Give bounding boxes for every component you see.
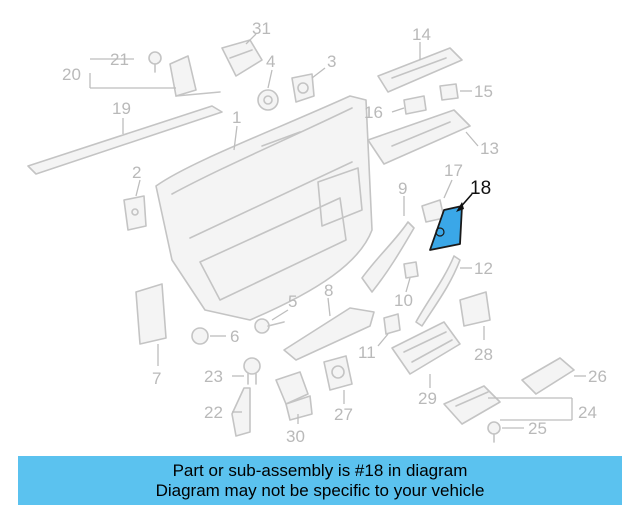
part-26-handle: [521, 357, 586, 395]
callout-14: 14: [412, 25, 431, 44]
callout-7: 7: [152, 369, 161, 388]
part-6-push-clip: [191, 327, 226, 345]
part-21-screw: [148, 51, 162, 73]
part-30-connector: [275, 371, 313, 424]
callout-labels: 1 2 3 4 5 6 7 8 9 10 11 12 13 14 15 16 1…: [62, 19, 607, 446]
callout-23: 23: [204, 367, 223, 386]
callout-30: 30: [286, 427, 305, 446]
part-23-connector: [232, 357, 261, 385]
part-3-clip: [291, 67, 326, 103]
part-7-module: [135, 283, 167, 366]
callout-28: 28: [474, 345, 493, 364]
part-11-clip: [377, 313, 401, 347]
part-15-switch: [439, 83, 472, 101]
part-12-trim-strip: [415, 255, 472, 327]
callout-4: 4: [266, 52, 275, 71]
callout-18: 18: [470, 178, 491, 199]
part-13-master-switch: [367, 109, 479, 165]
part-9-handle-bezel: [361, 196, 415, 293]
callout-1: 1: [232, 108, 241, 127]
callout-24: 24: [578, 403, 597, 422]
part-31-switch: [221, 33, 263, 77]
banner-line-1: Part or sub-assembly is #18 in diagram: [172, 460, 468, 480]
part-1-door-trim-panel: [155, 95, 373, 321]
callout-21: 21: [110, 50, 129, 69]
part-16-switch: [391, 95, 427, 115]
callout-22: 22: [204, 403, 223, 422]
callout-20: 20: [62, 65, 81, 84]
callout-5: 5: [288, 292, 297, 311]
part-10-clip: [403, 261, 419, 293]
callout-10: 10: [394, 291, 413, 310]
callout-13: 13: [480, 139, 499, 158]
part-24-housing: [443, 385, 573, 425]
callout-27: 27: [334, 405, 353, 424]
part-5-screw: [254, 309, 289, 334]
part-18-highlighted[interactable]: [429, 193, 473, 251]
callout-2: 2: [132, 163, 141, 182]
banner-line-2: Diagram may not be specific to your vehi…: [155, 480, 485, 500]
part-27-motor: [323, 355, 353, 404]
part-28-switch: [459, 291, 491, 340]
callout-17: 17: [444, 161, 463, 180]
part-2-latch: [123, 179, 147, 231]
callout-31: 31: [252, 19, 271, 38]
part-25-screw: [487, 421, 524, 443]
callout-15: 15: [474, 82, 493, 101]
callout-6: 6: [230, 327, 239, 346]
callout-11: 11: [358, 343, 376, 362]
part-14-switch-bezel: [377, 42, 463, 93]
callout-26: 26: [588, 367, 607, 386]
info-banner: Part or sub-assembly is #18 in diagram D…: [18, 456, 622, 505]
part-22-bracket: [231, 387, 251, 437]
part-19-belt-molding: [27, 105, 223, 175]
part-17-cover: [421, 179, 453, 223]
callout-3: 3: [327, 52, 336, 71]
parts-diagram: 1 2 3 4 5 6 7 8 9 10 11 12 13 14 15 16 1…: [27, 19, 607, 446]
callout-25: 25: [528, 419, 547, 438]
callout-8: 8: [324, 281, 333, 300]
part-8-pull-strip: [283, 297, 375, 361]
callout-19: 19: [112, 99, 131, 118]
part-29-switch-assembly: [391, 321, 461, 388]
callout-16: 16: [364, 103, 383, 122]
callout-9: 9: [398, 179, 407, 198]
part-4-tweeter: [257, 69, 279, 111]
callout-12: 12: [474, 259, 493, 278]
callout-29: 29: [418, 389, 437, 408]
part-20-mirror-trim: [89, 55, 221, 97]
